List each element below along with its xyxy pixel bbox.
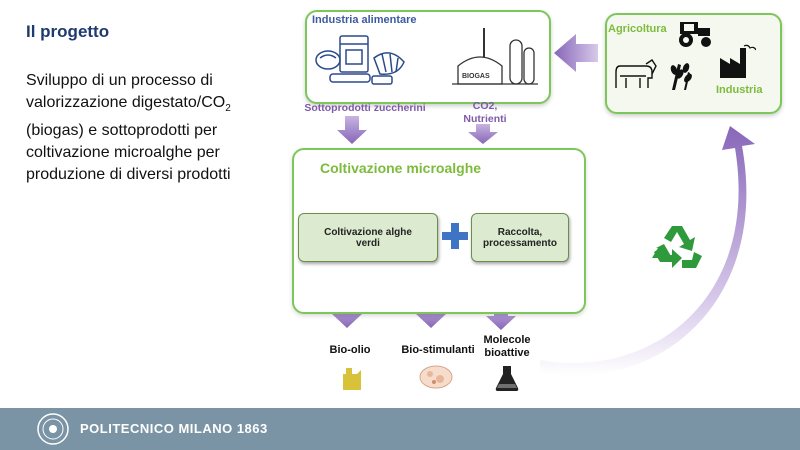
sottoprodotti-label: Sottoprodotti zuccherini [304, 102, 426, 114]
raccolta-line2: processamento [483, 237, 557, 249]
arrow-molecole [486, 306, 516, 330]
raccolta-line1: Raccolta, [497, 226, 543, 238]
biostimulant-icon [419, 365, 453, 389]
body-text-subscript: 2 [225, 103, 231, 115]
raccolta-box: Raccolta,processamento [471, 213, 569, 262]
molecole-line2: bioattive [484, 347, 530, 359]
molecole-line1: Molecole [483, 334, 531, 346]
arrow-bio-stimulanti [416, 304, 446, 328]
food-products-icon [315, 35, 405, 85]
co2-label: CO2, [472, 100, 498, 112]
flow-arrows [332, 34, 755, 376]
footer-bar [0, 408, 800, 450]
co2-nutrienti-label: CO2,Nutrienti [450, 100, 520, 126]
body-text-part1: Sviluppo di un processo di valorizzazion… [26, 72, 226, 111]
arrow-co2 [468, 124, 498, 144]
nutrienti-label: Nutrienti [463, 113, 507, 125]
coltivazione-alghe-line1: Coltivazione alghe [324, 226, 412, 238]
institution-name: POLITECNICO MILANO 1863 [80, 421, 268, 436]
agricoltura-label: Agricoltura [608, 23, 667, 35]
bio-olio-label: Bio-olio [329, 344, 371, 356]
arrow-agricoltura [554, 34, 598, 72]
recycle-return-arc [540, 126, 755, 376]
bio-stimulanti-label: Bio-stimulanti [401, 344, 475, 356]
slide-title: Il progetto [26, 22, 110, 41]
coltivazione-microalghe-title: Coltivazione microalghe [320, 160, 482, 176]
wheat-icon [670, 63, 692, 90]
biogas-plant-icon: BIOGAS [452, 28, 538, 85]
plus-icon [442, 223, 468, 249]
biogas-label: BIOGAS [462, 73, 490, 80]
slide-body-text: Sviluppo di un processo di valorizzazion… [26, 70, 246, 186]
politecnico-seal-icon [37, 413, 69, 445]
cow-icon [615, 59, 657, 88]
tractor-icon [679, 22, 711, 47]
industria-label: Industria [716, 84, 763, 96]
arrow-sottoprodotti [337, 116, 367, 144]
factory-icon [720, 44, 756, 78]
flask-icon [495, 366, 519, 391]
arrow-bio-olio [332, 304, 362, 328]
industria-alimentare-label: Industria alimentare [312, 14, 417, 26]
oil-can-icon [343, 368, 361, 390]
recycle-icon [652, 226, 702, 268]
body-text-part2: (biogas) e sottoprodotti per coltivazion… [26, 122, 231, 184]
coltivazione-alghe-line2: verdi [356, 237, 380, 249]
